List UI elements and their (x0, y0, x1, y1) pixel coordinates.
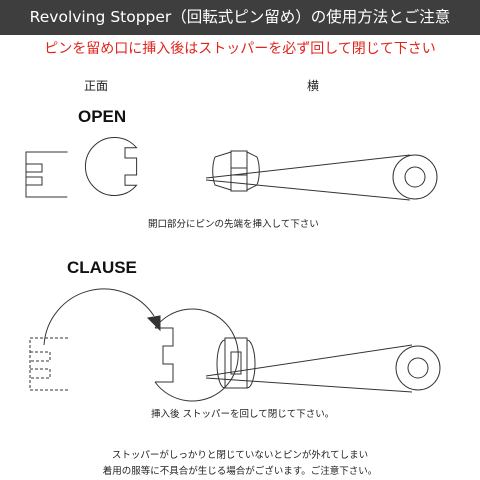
caution-note-line-1: ストッパーがしっかりと閉じていないとピンが外れてしまい (111, 450, 369, 461)
front-view-label: 正面 (84, 79, 109, 93)
caution-note-line-2: 着用の服等に不具合が生じる場合がございます。ご注意下さい。 (102, 466, 378, 477)
side-view-label: 横 (307, 79, 320, 93)
open-caption: 開口部分にピンの先端を挿入して下さい (148, 219, 319, 230)
instruction-text: ピンを留め口に挿入後はストッパーを必ず回して閉じて下さい (44, 41, 436, 57)
close-label: CLAUSE (67, 258, 137, 277)
close-caption: 挿入後 ストッパーを回して閉じて下さい。 (151, 409, 335, 420)
page-title: Revolving Stopper（回転式ピン留め）の使用方法とご注意 (0, 0, 480, 35)
open-label: OPEN (78, 107, 127, 126)
close-front-view (29, 288, 239, 402)
open-front-stopper (84, 137, 138, 196)
open-side-view (205, 150, 438, 201)
open-front-slot (25, 151, 68, 198)
close-side-view (205, 337, 441, 393)
